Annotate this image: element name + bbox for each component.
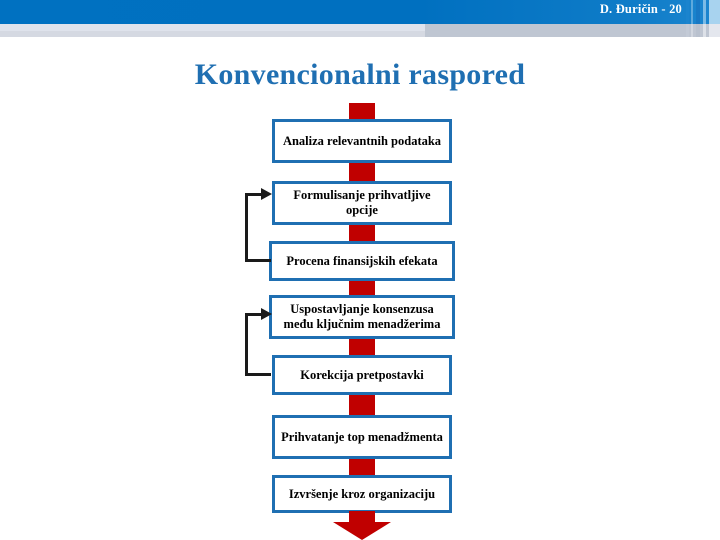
flow-node-label: Formulisanje prihvatljive opcije: [293, 188, 431, 217]
flow-node-procena-finansijskih-efekata[interactable]: Procena finansijskih efekata: [269, 241, 455, 281]
header-stripe-2: [691, 0, 693, 43]
flow-node-label: Uspostavljanje konsenzusa među ključnim …: [283, 302, 441, 331]
feedback-segment-vertical: [245, 313, 248, 376]
flow-node-label: Analiza relevantnih podataka: [282, 133, 442, 148]
flow-node-uspostavljanje-konsenzusa[interactable]: Uspostavljanje konsenzusa među ključnim …: [269, 295, 455, 339]
flow-node-korekcija-pretpostavki[interactable]: Korekcija pretpostavki: [272, 355, 452, 395]
header-banner-gray-lower: [0, 31, 425, 37]
feedback-segment-top: [245, 313, 264, 316]
connector-node-2-to-3: [349, 223, 375, 243]
final-arrow-shaft: [349, 511, 375, 523]
feedback-segment-vertical: [245, 193, 248, 262]
header-banner-gray-dark: [425, 24, 720, 37]
feedback-arrowhead: [261, 188, 272, 200]
feedback-segment-top: [245, 193, 264, 196]
flow-node-label: Prihvatanje top menadžmenta: [281, 429, 443, 444]
flow-node-formulisanje-prihvatljive-opcije[interactable]: Formulisanje prihvatljive opcije: [272, 181, 452, 225]
header-stripe-1: [686, 0, 689, 43]
final-down-arrow: [333, 511, 391, 540]
header-stripe-4: [703, 0, 706, 43]
header-banner-white-strip: [0, 37, 720, 43]
flow-node-analiza-relevantnih-podataka[interactable]: Analiza relevantnih podataka: [272, 119, 452, 163]
flow-node-label: Korekcija pretpostavki: [300, 367, 424, 382]
flow-node-prihvatanje-top-menadzmenta[interactable]: Prihvatanje top menadžmenta: [272, 415, 452, 459]
connector-node-6-to-7: [349, 457, 375, 475]
connector-node-3-to-4: [349, 279, 375, 297]
header-banner-blue: [0, 0, 720, 24]
header-author-label: D. Đuričin - 20: [599, 2, 682, 16]
header-banner-gray-light: [0, 24, 720, 31]
header-stripe-5: [709, 0, 720, 43]
flow-node-izvrsenje-kroz-organizaciju[interactable]: Izvršenje kroz organizaciju: [272, 475, 452, 513]
connector-above-node-1: [349, 103, 375, 121]
connector-node-1-to-2: [349, 161, 375, 183]
final-arrow-head: [333, 522, 391, 540]
feedback-segment-bottom: [245, 259, 271, 262]
connector-node-4-to-5: [349, 337, 375, 356]
header-stripe-3: [696, 0, 700, 43]
feedback-arrowhead: [261, 308, 272, 320]
flow-node-label: Procena finansijskih efekata: [286, 253, 438, 268]
connector-node-5-to-6: [349, 395, 375, 415]
page-title: Konvencionalni raspored: [194, 58, 526, 91]
flow-node-label: Izvršenje kroz organizaciju: [288, 486, 436, 501]
feedback-segment-bottom: [245, 373, 271, 376]
